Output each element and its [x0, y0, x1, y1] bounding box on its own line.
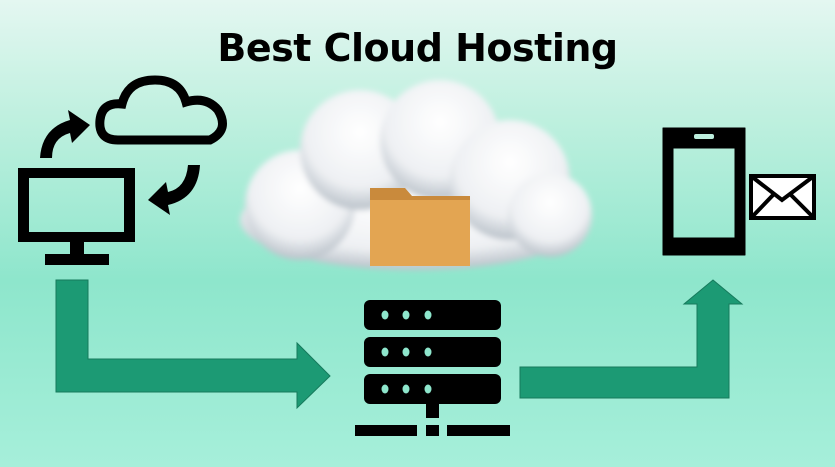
monitor-icon	[18, 168, 135, 265]
arrow-to-server	[55, 279, 331, 410]
arrow-to-mobile	[519, 279, 744, 399]
cloud-outline-icon	[95, 75, 227, 145]
sync-arrows-icon	[40, 110, 200, 215]
envelope-icon	[749, 174, 816, 220]
server-icon	[355, 300, 510, 436]
page-title: Best Cloud Hosting	[217, 26, 618, 70]
smartphone-icon	[662, 127, 746, 256]
folder-icon	[370, 188, 470, 266]
cloud-storage-icon	[240, 80, 592, 270]
